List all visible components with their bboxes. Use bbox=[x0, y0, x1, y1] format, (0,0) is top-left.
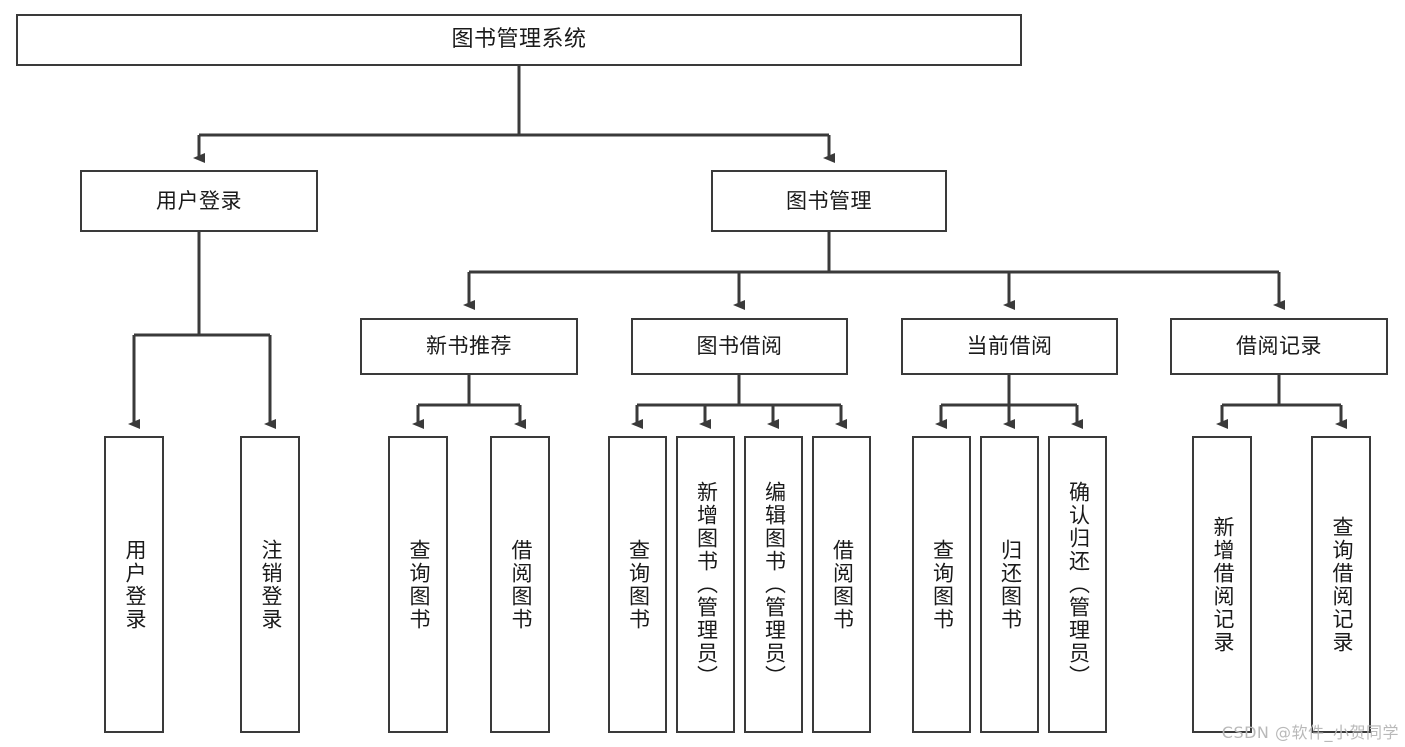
leaf-label: 查询图书 bbox=[930, 538, 955, 631]
node-root-label: 图书管理系统 bbox=[451, 27, 587, 53]
leaf-label: 查询图书 bbox=[626, 538, 651, 631]
node-current-borrow-label: 当前借阅 bbox=[966, 334, 1053, 359]
node-user-login[interactable]: 用户登录 bbox=[80, 170, 318, 232]
leaf-label: 新增借阅记录 bbox=[1210, 515, 1235, 654]
node-book-management-label: 图书管理 bbox=[786, 188, 872, 213]
leaf-current-borrow-return[interactable]: 归还图书 bbox=[980, 436, 1039, 733]
node-book-borrow[interactable]: 图书借阅 bbox=[631, 318, 848, 375]
leaf-book-borrow-edit[interactable]: 编辑图书（管理员） bbox=[744, 436, 803, 733]
leaf-label: 确认归还（管理员） bbox=[1066, 481, 1091, 688]
leaf-book-borrow-borrow[interactable]: 借阅图书 bbox=[812, 436, 871, 733]
node-root[interactable]: 图书管理系统 bbox=[16, 14, 1022, 66]
leaf-current-borrow-query[interactable]: 查询图书 bbox=[912, 436, 971, 733]
leaf-label: 编辑图书（管理员） bbox=[762, 481, 787, 688]
leaf-label: 查询借阅记录 bbox=[1329, 515, 1354, 654]
node-new-book-recommend[interactable]: 新书推荐 bbox=[360, 318, 578, 375]
leaf-borrow-record-query[interactable]: 查询借阅记录 bbox=[1311, 436, 1371, 733]
leaf-label: 注销登录 bbox=[258, 538, 283, 631]
node-borrow-record[interactable]: 借阅记录 bbox=[1170, 318, 1388, 375]
leaf-label: 查询图书 bbox=[406, 538, 431, 631]
leaf-label: 新增图书（管理员） bbox=[694, 481, 719, 688]
node-current-borrow[interactable]: 当前借阅 bbox=[901, 318, 1118, 375]
leaf-label: 归还图书 bbox=[998, 538, 1023, 631]
leaf-book-borrow-add[interactable]: 新增图书（管理员） bbox=[676, 436, 735, 733]
node-new-book-recommend-label: 新书推荐 bbox=[426, 334, 512, 359]
leaf-borrow-record-add[interactable]: 新增借阅记录 bbox=[1192, 436, 1252, 733]
leaf-new-book-borrow[interactable]: 借阅图书 bbox=[490, 436, 550, 733]
leaf-label: 借阅图书 bbox=[508, 538, 533, 631]
leaf-label: 借阅图书 bbox=[830, 538, 855, 631]
leaf-current-borrow-confirm[interactable]: 确认归还（管理员） bbox=[1048, 436, 1107, 733]
node-book-borrow-label: 图书借阅 bbox=[696, 334, 783, 359]
csdn-watermark: CSDN @软件_小贺同学 bbox=[1221, 723, 1399, 742]
leaf-label: 用户登录 bbox=[122, 538, 147, 631]
node-borrow-record-label: 借阅记录 bbox=[1236, 334, 1322, 359]
leaf-user-login-signout[interactable]: 注销登录 bbox=[240, 436, 300, 733]
leaf-user-login-signin[interactable]: 用户登录 bbox=[104, 436, 164, 733]
leaf-new-book-query[interactable]: 查询图书 bbox=[388, 436, 448, 733]
node-user-login-label: 用户登录 bbox=[156, 188, 242, 213]
node-book-management[interactable]: 图书管理 bbox=[711, 170, 947, 232]
leaf-book-borrow-query[interactable]: 查询图书 bbox=[608, 436, 667, 733]
